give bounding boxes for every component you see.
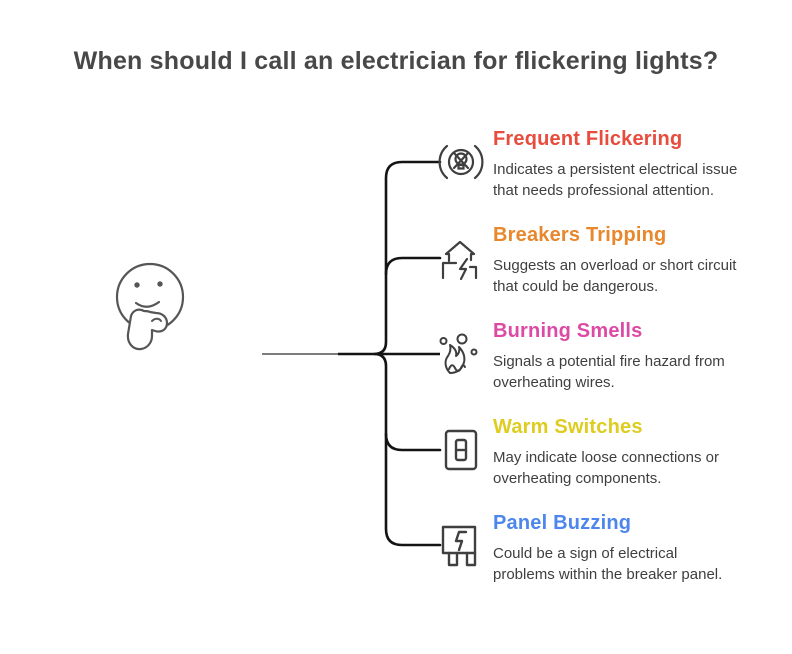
item-description: Signals a potential fire hazard from ove… <box>493 353 725 391</box>
list-item: Panel Buzzing Could be a sign of electri… <box>493 510 755 585</box>
item-title: Burning Smells <box>493 320 643 342</box>
item-title: Warm Switches <box>493 416 643 438</box>
item-description: Indicates a persistent electrical issue … <box>493 161 738 199</box>
list-item: Frequent Flickering Indicates a persiste… <box>493 126 755 201</box>
list-item: Burning Smells Signals a potential fire … <box>493 318 755 393</box>
burning-smell-icon <box>439 333 478 374</box>
page-title: When should I call an electrician for fl… <box>73 47 719 75</box>
light-switch-icon <box>444 429 478 471</box>
item-description: Suggests an overload or short circuit th… <box>493 257 737 295</box>
item-description: May indicate loose connections or overhe… <box>493 449 719 487</box>
house-lightning-icon <box>441 240 478 280</box>
flickering-bulb-icon <box>438 144 484 180</box>
list-item: Warm Switches May indicate loose connect… <box>493 414 755 489</box>
item-description: Could be a sign of electrical problems w… <box>493 545 723 583</box>
thinking-face-icon <box>115 262 185 351</box>
list-item: Breakers Tripping Suggests an overload o… <box>493 222 755 297</box>
item-title: Frequent Flickering <box>493 128 683 150</box>
item-title: Panel Buzzing <box>493 512 632 534</box>
item-title: Breakers Tripping <box>493 224 667 246</box>
breaker-panel-icon <box>441 525 477 567</box>
